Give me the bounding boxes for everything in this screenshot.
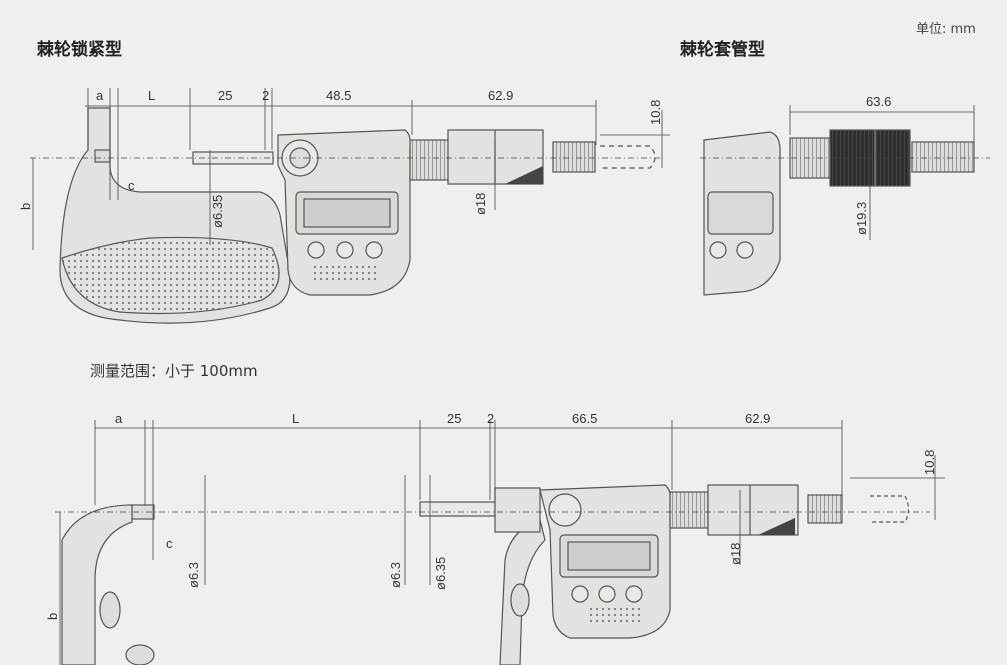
ratchet (552, 141, 596, 173)
dim-bottom-2: 2 (487, 411, 494, 426)
dims-sleeve-lines (700, 105, 990, 240)
large-frame (61, 504, 133, 665)
unit-label: 单位: mm (916, 22, 976, 37)
button-3 (365, 241, 383, 259)
dim-bottom-a: a (115, 411, 123, 426)
dim-bottom-25: 25 (447, 411, 461, 426)
dim-top-2: 2 (262, 88, 269, 103)
dim-top-L: L (148, 88, 155, 103)
frame-grip (61, 236, 280, 315)
dim-top-b: b (18, 203, 33, 210)
dim-bottom-dia-6-3-b: ø6.3 (388, 562, 403, 588)
anvil (94, 149, 111, 163)
dim-bottom-L: L (292, 411, 299, 426)
dim-bottom-66-5: 66.5 (572, 411, 597, 426)
sleeve-ratchet (911, 141, 975, 173)
dim-top-c: c (128, 178, 135, 193)
title-ratchet-sleeve: 棘轮套管型 (680, 40, 765, 60)
dim-top-25: 25 (218, 88, 232, 103)
dim-sleeve-dia-19-3: ø19.3 (854, 202, 869, 235)
title-ratchet-lock: 棘轮锁紧型 (37, 40, 122, 60)
dim-sleeve-63-6: 63.6 (866, 94, 891, 109)
dim-bottom-b: b (45, 613, 60, 620)
sleeve-lcd (707, 191, 774, 235)
dim-bottom-dia-6-3-a: ø6.3 (186, 562, 201, 588)
micrometer-ratchet-lock (59, 107, 656, 324)
large-ratchet (807, 494, 843, 524)
button-1 (307, 241, 325, 259)
dims-top-lines (30, 88, 670, 250)
dim-top-dia-6-35: ø6.35 (210, 195, 225, 228)
dim-bottom-dia-6-35: ø6.35 (433, 557, 448, 590)
button-2 (336, 241, 354, 259)
dim-bottom-62-9: 62.9 (745, 411, 770, 426)
dim-top-48-5: 48.5 (326, 88, 351, 103)
dims-bottom-lines (55, 420, 945, 665)
dim-top-62-9: 62.9 (488, 88, 513, 103)
dim-bottom-10-8: 10.8 (922, 450, 937, 475)
dim-bottom-dia-18: ø18 (728, 543, 743, 565)
dim-top-dia-18: ø18 (473, 193, 488, 215)
measuring-range-label: 测量范围：小于 100mm (90, 362, 258, 380)
dim-top-10-8: 10.8 (648, 100, 663, 125)
sleeve (409, 139, 451, 181)
large-spindle (419, 501, 496, 517)
micrometer-ratchet-sleeve (703, 129, 975, 296)
dim-top-a: a (96, 88, 104, 103)
dim-bottom-c: c (166, 536, 173, 551)
